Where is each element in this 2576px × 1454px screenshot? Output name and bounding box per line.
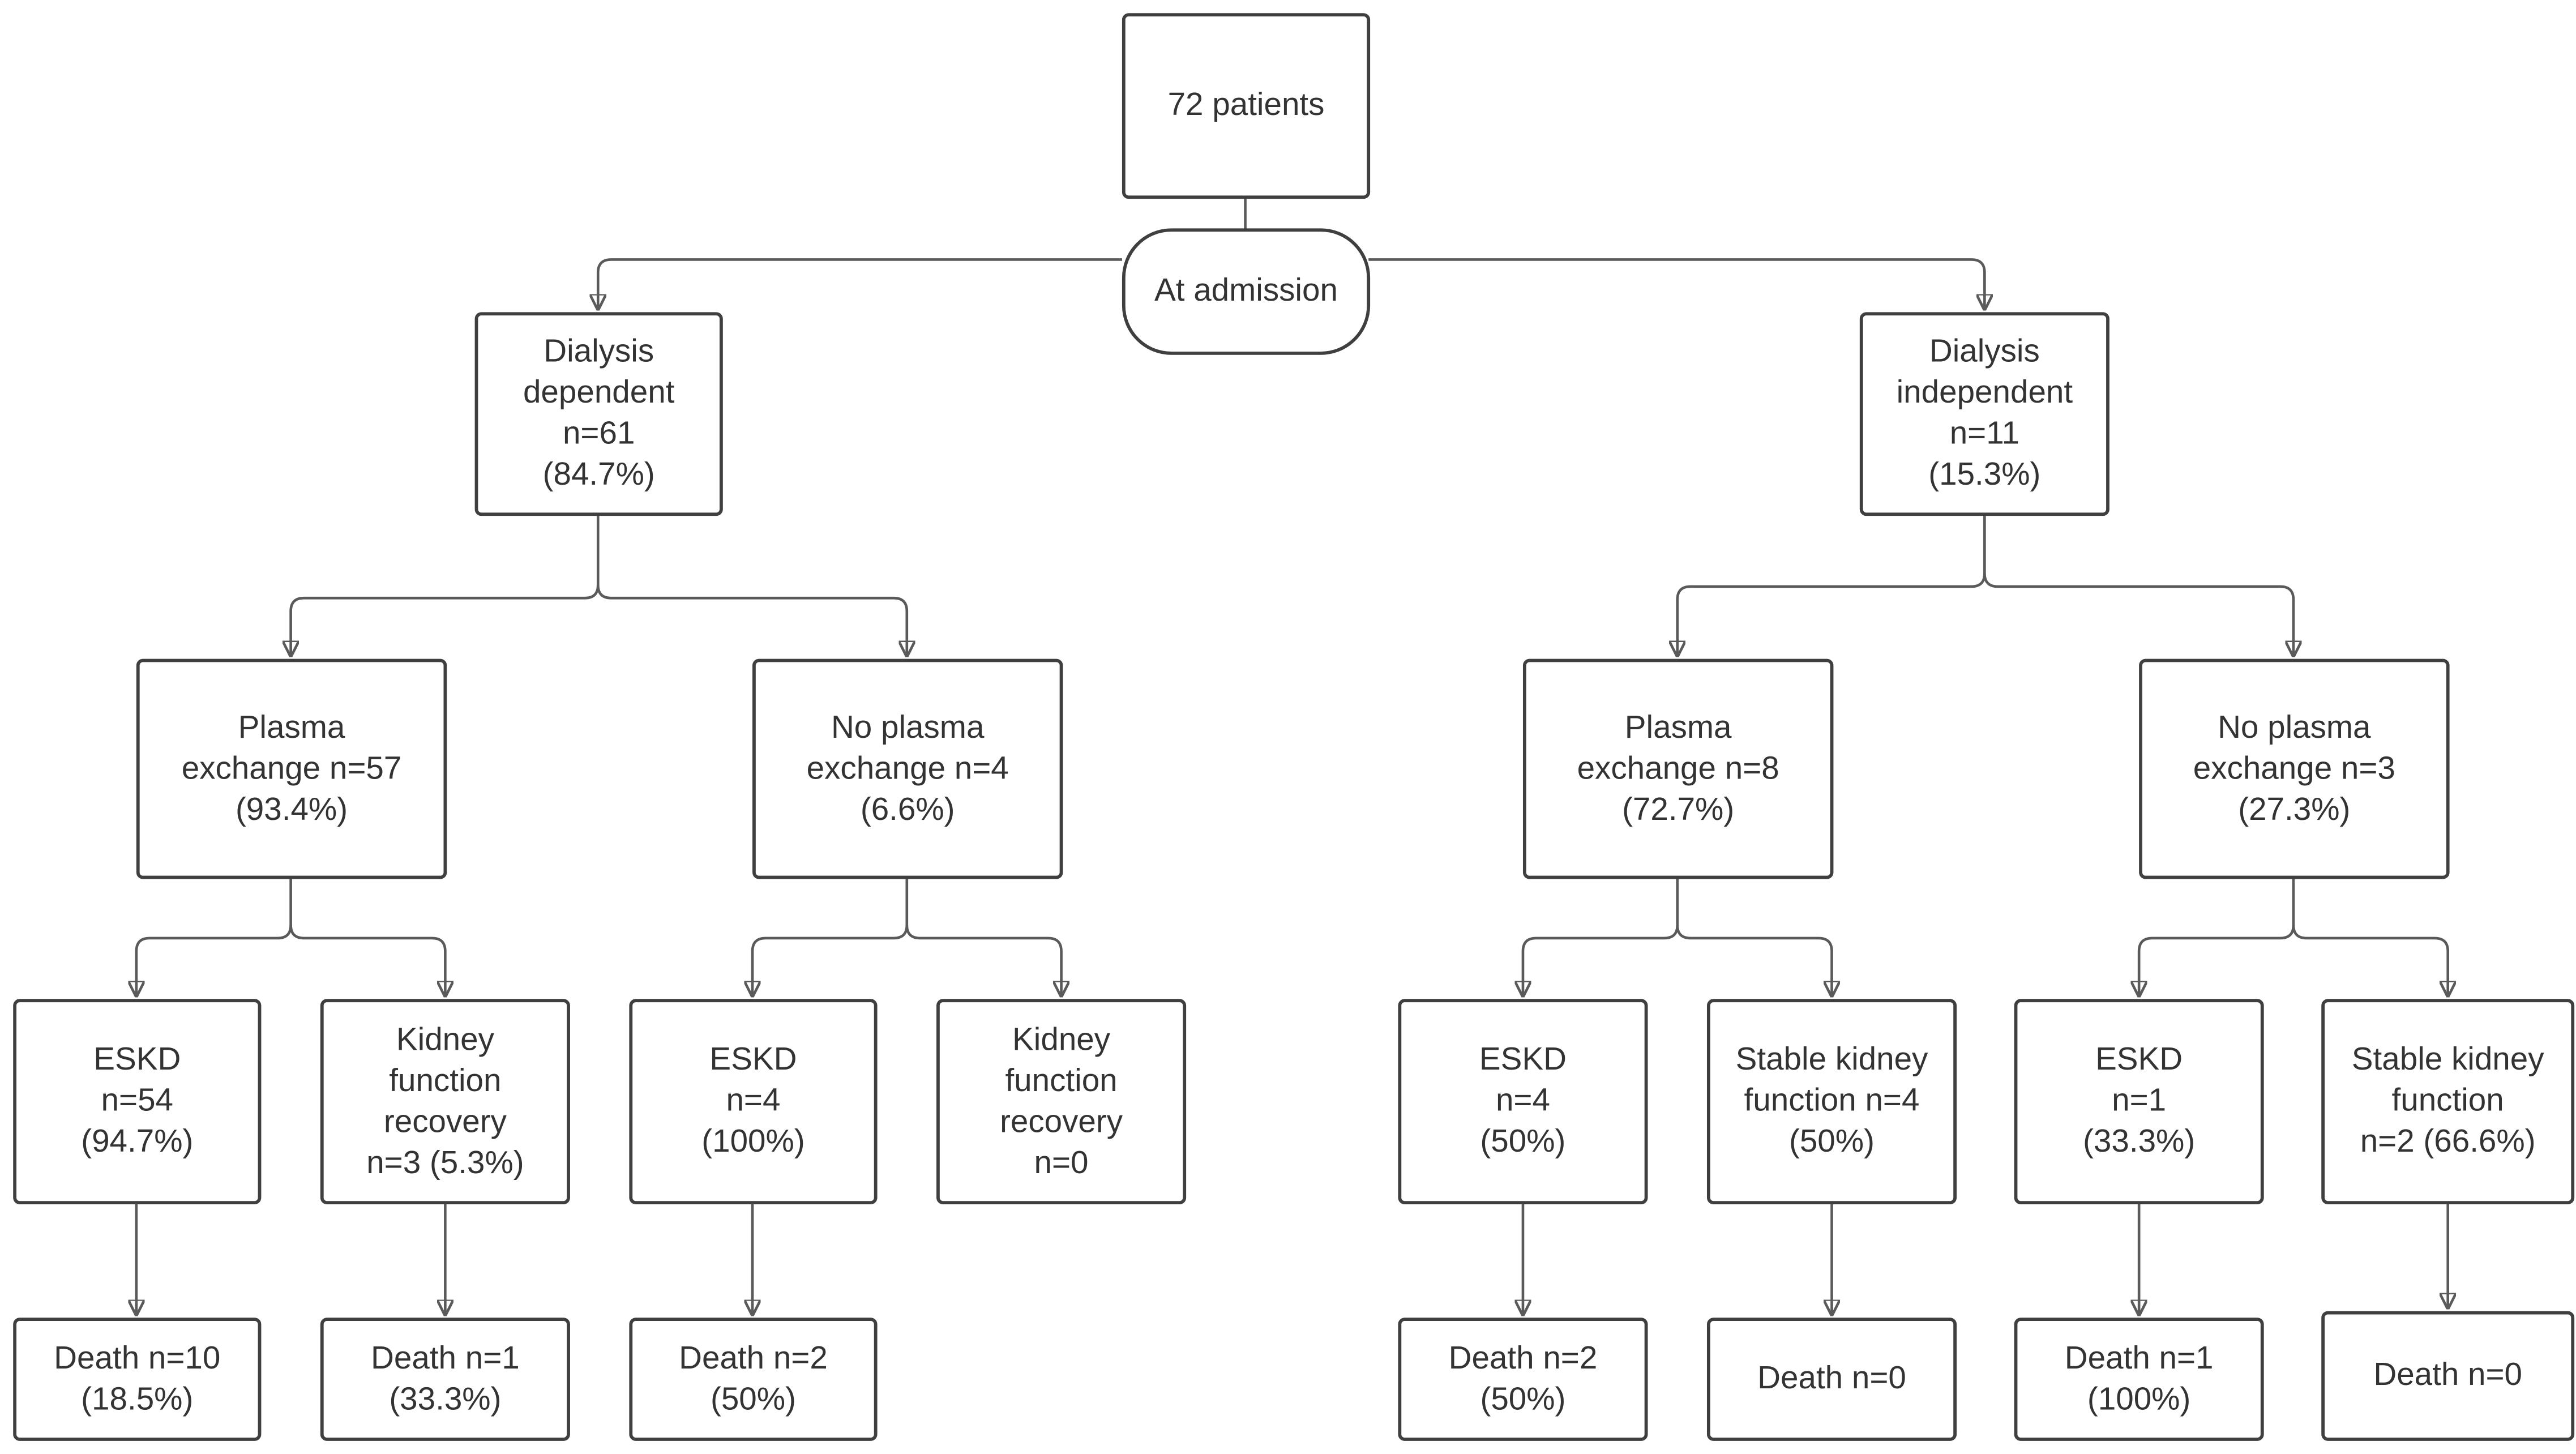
edge-dd-npe-branch-right — [905, 925, 1062, 996]
edge-dd-pe-branch-right — [289, 925, 446, 996]
node-death-di-npe-stable: Death n=0 — [2321, 1311, 2575, 1441]
node-death-di-pe-stable: Death n=0 — [1706, 1318, 1957, 1441]
node-total-patients: 72 patients — [1122, 13, 1371, 199]
edge-di-branch — [1678, 516, 1986, 656]
node-death-di-npe-eskd: Death n=1(100%) — [2014, 1318, 2264, 1441]
edge-dd-branch-right — [596, 584, 907, 656]
node-at-admission: At admission — [1122, 228, 1371, 355]
edge-admission-dialysis-independent — [1368, 258, 1984, 309]
edge-di-branch-right — [1983, 573, 2293, 656]
node-death-dd-npe-eskd: Death n=2(50%) — [629, 1318, 878, 1441]
node-death-dd-pe-eskd: Death n=10(18.5%) — [13, 1318, 262, 1441]
edge-di-pe-branch — [1523, 879, 1679, 995]
edge-di-npe-branch-right — [2292, 925, 2448, 996]
node-death-di-pe-eskd: Death n=2(50%) — [1398, 1318, 1648, 1441]
edge-dd-pe-branch — [136, 879, 292, 995]
edge-di-pe-branch-right — [1676, 925, 1832, 996]
edge-admission-dialysis-dependent — [598, 258, 1122, 309]
edge-di-npe-branch — [2139, 879, 2295, 995]
edge-dd-npe-branch — [752, 879, 909, 995]
edge-dd-branch — [291, 516, 600, 656]
node-death-dd-pe-recovery: Death n=1(33.3%) — [320, 1318, 570, 1441]
